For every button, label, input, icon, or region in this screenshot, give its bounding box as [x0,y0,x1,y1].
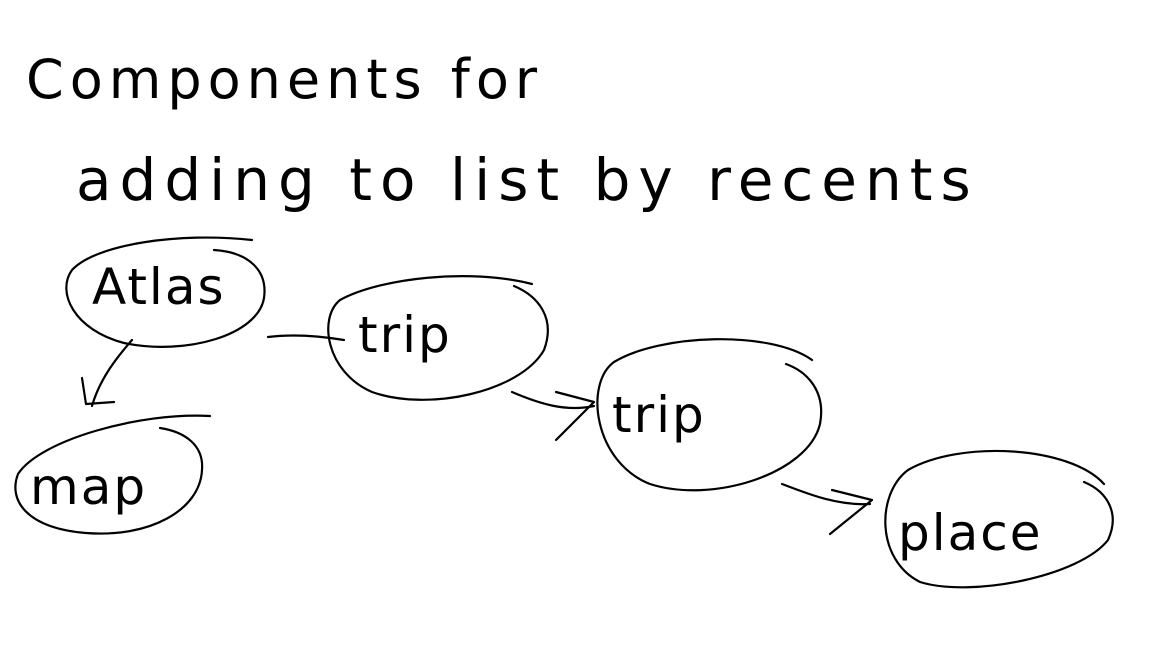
node-place-outline [884,449,1114,589]
node-atlas-label: Atlas [92,258,226,316]
node-trip-2-label: trip [612,386,706,444]
node-place-label: place [898,504,1043,562]
node-atlas: Atlas [65,236,266,348]
node-map-label: map [30,458,147,516]
connector-trip-to-place-arrowhead [828,488,874,536]
node-trip-1-outline [327,275,549,401]
node-map-outline [14,414,212,535]
heading-line-1: Components for [26,48,543,111]
node-map: map [14,414,212,535]
node-trip-1-label: trip [358,306,452,364]
connector-atlas-to-trip [266,334,346,342]
connector-atlas-to-map-arrowhead [80,376,116,406]
node-trip-2-outline [596,338,823,492]
connector-trip-to-place [780,482,872,506]
node-atlas-outline [65,236,266,348]
connector-atlas-to-map [90,338,134,408]
node-trip-1: trip [327,275,549,401]
connector-trip-to-trip-arrowhead [554,390,596,442]
node-trip-2: trip [596,338,823,492]
heading-line-2: adding to list by recents [76,146,979,214]
node-place: place [884,449,1114,589]
connector-trip-to-trip [510,390,596,410]
